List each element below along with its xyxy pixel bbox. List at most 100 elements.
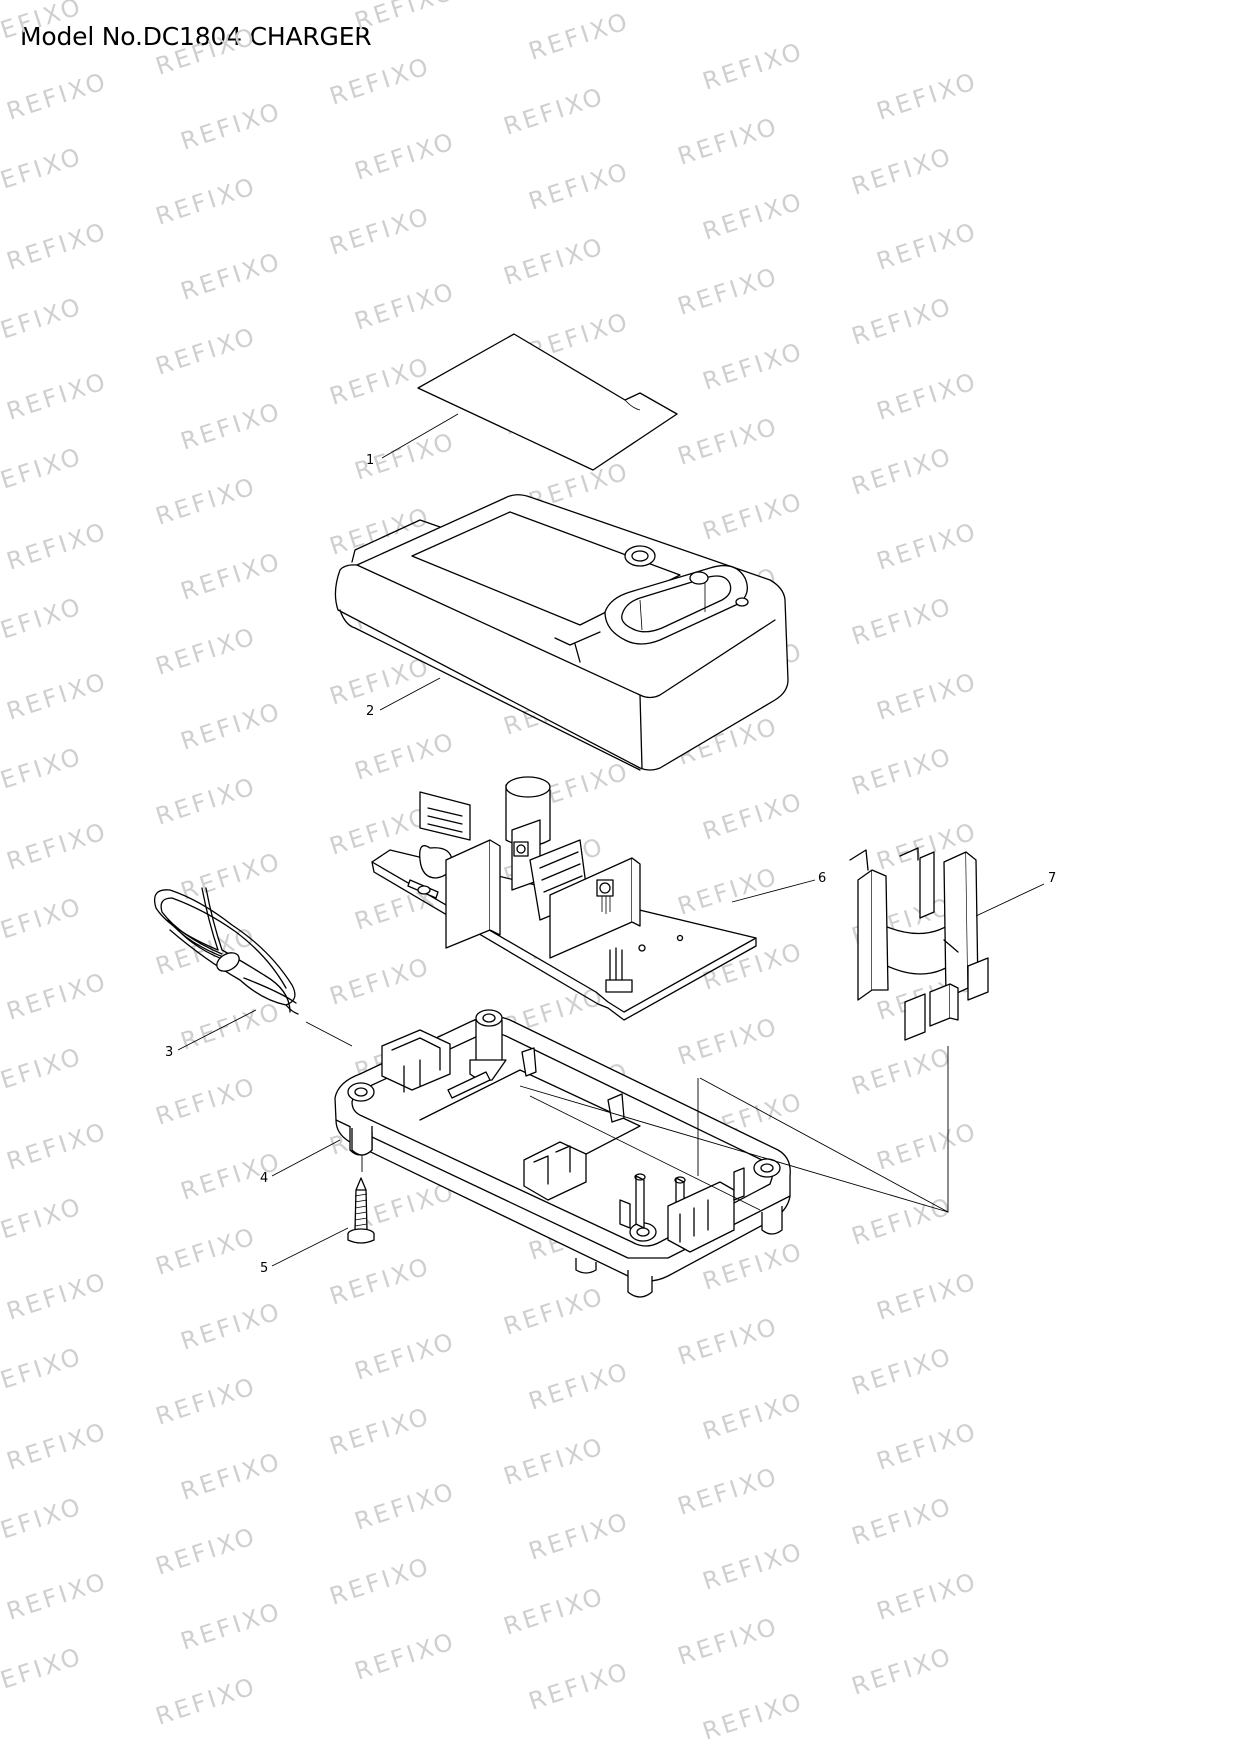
watermark-text: REFIXO [848,142,956,201]
watermark-text: REFIXO [152,1372,260,1431]
watermark-text: REFIXO [326,52,434,111]
watermark-text: REFIXO [152,472,260,531]
watermark-text: REFIXO [177,1597,285,1656]
watermark-text: REFIXO [3,217,111,276]
watermark-text: REFIXO [525,1357,633,1416]
watermark-text: REFIXO [873,667,981,726]
part-circuit-board [371,776,757,1021]
callout-3: 3 [165,1045,173,1060]
callout-labels: 1 2 3 4 5 6 7 [165,453,1056,1276]
watermark-text: REFIXO [326,802,434,861]
callout-4: 4 [260,1171,268,1186]
watermark-text: REFIXO [674,112,782,171]
watermark-text: REFIXO [3,967,111,1026]
watermark-text: REFIXO [326,652,434,711]
part-power-cord [153,887,299,1015]
watermark-text: REFIXO [848,1192,956,1251]
watermark-text: REFIXO [326,1252,434,1311]
watermark-text: REFIXO [0,1192,86,1251]
watermark-text: REFIXO [326,202,434,261]
watermark-text: REFIXO [177,397,285,456]
watermark-text: REFIXO [500,232,608,291]
watermark-text: REFIXO [848,1642,956,1701]
watermark-text: REFIXO [0,442,86,501]
watermark-text: REFIXO [873,67,981,126]
watermark-text: REFIXO [848,442,956,501]
watermark-text: REFIXO [177,247,285,306]
watermark-text: REFIXO [326,1552,434,1611]
part-top-housing [334,494,789,771]
watermark-text: REFIXO [674,1012,782,1071]
watermark-text: REFIXO [152,622,260,681]
watermark-text: REFIXO [152,22,260,81]
watermark-text: REFIXO [525,1657,633,1716]
watermark-text: REFIXO [699,187,807,246]
watermark-text: REFIXO [3,667,111,726]
watermark-text: REFIXO [152,172,260,231]
watermark-text: REFIXO [351,277,459,336]
watermark-text: REFIXO [0,592,86,651]
watermark-text: REFIXO [873,1567,981,1626]
watermark-text: REFIXO [177,997,285,1056]
watermark-text: REFIXO [525,1507,633,1566]
watermark-text: REFIXO [177,547,285,606]
watermark-text: REFIXO [3,1567,111,1626]
watermark-text: REFIXO [525,7,633,66]
watermark-text: REFIXO [873,1117,981,1176]
watermark-text: REFIXO [674,1612,782,1671]
watermark-text: REFIXO [699,1687,807,1746]
watermark-text: REFIXO [351,1477,459,1536]
watermark-text: REFIXO [500,1432,608,1491]
watermark-text: REFIXO [0,142,86,201]
watermark-text: REFIXO [3,517,111,576]
watermark-text: REFIXO [152,1222,260,1281]
callout-6: 6 [818,871,826,886]
part-battery-guide [849,847,989,1041]
watermark-text: REFIXO [699,1537,807,1596]
watermark-text: REFIXO [177,847,285,906]
watermark-text: REFIXO [848,742,956,801]
watermark-text: REFIXO [177,0,285,6]
watermark-text: REFIXO [848,1042,956,1101]
part-screw [347,1177,375,1244]
watermark-text: REFIXO [177,1447,285,1506]
watermark-text: REFIXO [873,1417,981,1476]
watermark-text: REFIXO [326,1402,434,1461]
watermark-text: REFIXO [0,292,86,351]
callout-2: 2 [366,704,374,719]
watermark-text: REFIXO [848,292,956,351]
watermark-text: REFIXO [351,127,459,186]
watermark-text: REFIXO [152,1072,260,1131]
watermark-text: REFIXO [177,97,285,156]
watermark-text: REFIXO [674,1462,782,1521]
watermark-text: REFIXO [699,337,807,396]
watermark-text: REFIXO [699,787,807,846]
watermark-text: REFIXO [3,367,111,426]
watermark-text: REFIXO [873,517,981,576]
watermark-text: REFIXO [873,1267,981,1326]
watermark-text: REFIXO [699,1387,807,1446]
page-title: Model No.DC1804 CHARGER [20,22,372,51]
watermark-text: REFIXO [674,262,782,321]
watermark-text: REFIXO [0,1492,86,1551]
watermark-text: REFIXO [848,592,956,651]
watermark-text: REFIXO [326,352,434,411]
watermark-text: REFIXO [0,0,86,51]
watermark-text: REFIXO [674,862,782,921]
watermark-text: REFIXO [674,1312,782,1371]
watermark-text: REFIXO [500,1282,608,1341]
callout-5: 5 [260,1261,268,1276]
callout-7: 7 [1048,871,1056,886]
watermark-text: REFIXO [525,157,633,216]
watermark-text: REFIXO [3,67,111,126]
watermark-text: REFIXO [500,82,608,141]
watermark-text: REFIXO [0,1642,86,1701]
watermark-text: REFIXO [0,1342,86,1401]
watermark-text: REFIXO [0,1042,86,1101]
watermark-text: REFIXO [848,1492,956,1551]
watermark-text: REFIXO [351,0,459,36]
watermark-text: REFIXO [3,1117,111,1176]
watermark-text: REFIXO [177,1297,285,1356]
watermark-text: REFIXO [177,697,285,756]
